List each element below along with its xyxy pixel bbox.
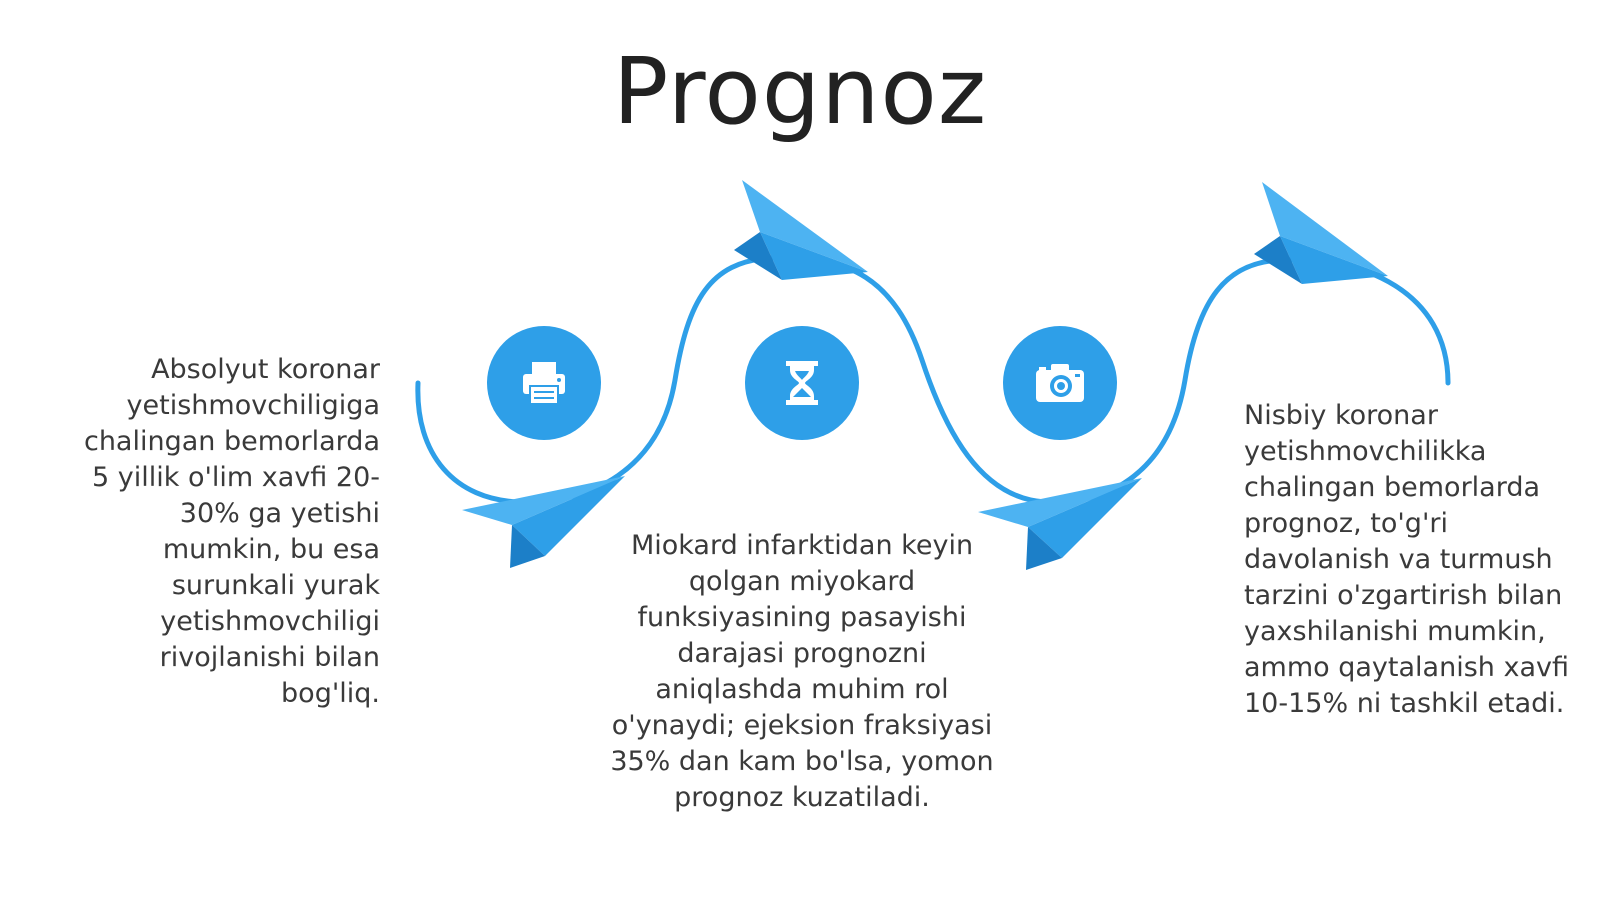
- paper-plane-2: [734, 180, 868, 280]
- step-1-circle: [487, 326, 601, 440]
- step-3-text: Nisbiy koronar yetishmovchilikka chaling…: [1244, 400, 1569, 719]
- step-2-text: Miokard infarktidan keyin qolgan miyokar…: [610, 530, 994, 813]
- step-3-circle: [1003, 326, 1117, 440]
- page-title: Prognoz: [612, 38, 988, 145]
- step-1-text: Absolyut koronar yetishmovchiligiga chal…: [83, 354, 380, 709]
- paper-plane-1: [462, 476, 625, 568]
- paper-plane-3: [978, 478, 1142, 570]
- step-2-circle: [745, 326, 859, 440]
- camera-icon: [1036, 364, 1084, 402]
- printer-icon: [523, 362, 565, 405]
- paper-plane-4: [1254, 182, 1388, 284]
- hourglass-icon: [786, 361, 818, 405]
